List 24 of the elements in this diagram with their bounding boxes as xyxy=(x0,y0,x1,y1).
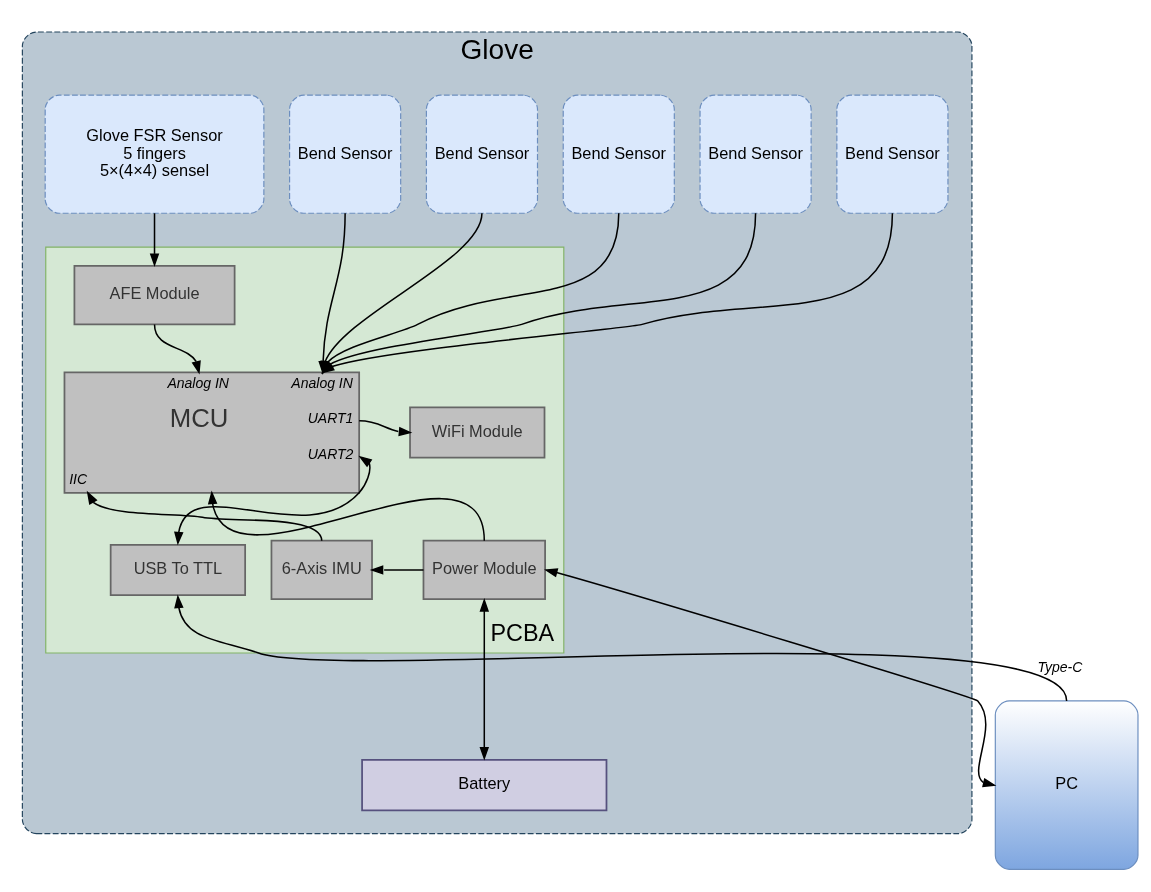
node-box: WiFi Module xyxy=(409,406,546,459)
arrow xyxy=(207,490,486,542)
node-box: Bend Sensor xyxy=(289,94,402,214)
node-box: Bend Sensor xyxy=(836,94,949,214)
arrow xyxy=(149,212,160,268)
arrow xyxy=(544,568,997,788)
node-box: 6-Axis IMU xyxy=(270,539,373,601)
arrow xyxy=(479,598,490,761)
node-box: Bend Sensor xyxy=(562,94,675,214)
node-box: AFE Module xyxy=(73,265,236,326)
node-box: Bend Sensor xyxy=(425,94,539,214)
node-box: Power Module xyxy=(422,539,546,601)
arrow xyxy=(153,323,201,375)
arrow xyxy=(174,455,373,546)
arrow xyxy=(86,490,323,542)
edge-label: Type-C xyxy=(1037,659,1083,676)
node-box: Glove FSR Sensor 5 fingers 5×(4×4) sensel xyxy=(44,94,265,214)
node-box: Bend Sensor xyxy=(699,94,812,214)
node-box: USB To TTL xyxy=(109,543,246,596)
node-box: PC xyxy=(994,700,1139,870)
node-box: Analog IN Analog IN MCU UART1 UART2 IIC xyxy=(63,371,361,494)
node-box: Battery xyxy=(361,759,608,812)
arrow xyxy=(358,420,413,437)
arrow xyxy=(369,565,425,575)
